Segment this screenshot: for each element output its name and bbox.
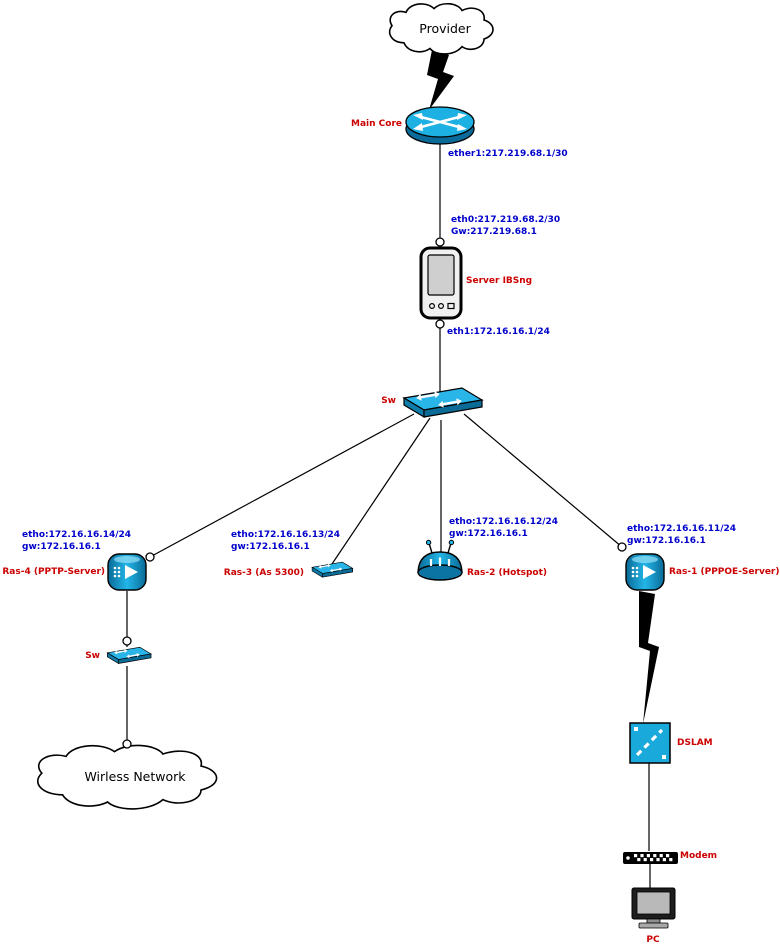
connection-point	[145, 552, 155, 562]
access-switch-label: Sw	[85, 651, 100, 661]
server-eth0-label: eth0:217.219.68.2/30	[451, 215, 561, 225]
ras3-gw-label: gw:172.16.16.1	[231, 541, 310, 552]
provider-label: Provider	[419, 21, 471, 36]
ras4-icon[interactable]	[107, 553, 147, 591]
links	[126, 144, 651, 891]
ras4-eth-label: etho:172.16.16.14/24	[22, 530, 132, 540]
ras1-addr-label: etho:172.16.16.11/24 gw:172.16.16.1	[627, 524, 736, 547]
ras1-gw-label: gw:172.16.16.1	[627, 535, 706, 546]
ras3-label: Ras-3 (As 5300)	[223, 568, 304, 578]
link-switch-ras1	[463, 413, 623, 548]
ras1-eth-label: etho:172.16.16.11/24	[627, 524, 737, 534]
link-switch-ras3	[331, 417, 431, 565]
ras3-addr-label: etho:172.16.16.13/24 gw:172.16.16.1	[231, 530, 340, 553]
bolt-provider-maincore	[427, 50, 454, 110]
dslam-icon[interactable]	[629, 722, 671, 764]
server-eth0-gw-label: eth0:217.219.68.2/30 Gw:217.219.68.1	[451, 215, 560, 238]
core-switch-label: Sw	[381, 396, 396, 406]
connection-point	[617, 542, 627, 552]
ras1-label: Ras-1 (PPPOE-Server)	[669, 567, 780, 577]
connection-point	[122, 636, 132, 646]
maincore-ether1-label: ether1:217.219.68.1/30	[448, 149, 568, 159]
modem-label: Modem	[680, 851, 718, 861]
pc-icon[interactable]	[631, 887, 676, 929]
ras2-gw-label: gw:172.16.16.1	[449, 528, 528, 539]
access-switch-icon[interactable]	[107, 646, 152, 664]
ras4-label: Ras-4 (PPTP-Server)	[2, 567, 105, 577]
ras3-icon[interactable]	[311, 561, 353, 578]
wireless-cloud-icon[interactable]	[38, 745, 217, 808]
ras2-label: Ras-2 (Hotspot)	[467, 568, 548, 578]
wireless-cloud-label: Wirless Network	[84, 769, 186, 784]
provider-cloud-icon[interactable]	[390, 4, 493, 54]
core-switch-icon[interactable]	[403, 387, 483, 418]
connection-point	[435, 319, 445, 329]
ras2-addr-label: etho:172.16.16.12/24 gw:172.16.16.1	[449, 517, 558, 540]
server-eth1-label: eth1:172.16.16.1/24	[447, 327, 550, 337]
ras1-icon[interactable]	[625, 553, 665, 591]
connection-point	[122, 739, 132, 749]
bolt-ras1-dslam	[639, 591, 659, 724]
connection-point	[435, 237, 445, 247]
server-gw-label: Gw:217.219.68.1	[451, 226, 537, 237]
pc-label: PC	[646, 935, 660, 945]
ras2-eth-label: etho:172.16.16.12/24	[449, 517, 559, 527]
main-core-label: Main Core	[351, 119, 402, 129]
ras4-addr-label: etho:172.16.16.14/24 gw:172.16.16.1	[22, 530, 131, 553]
ras4-gw-label: gw:172.16.16.1	[22, 541, 101, 552]
ras2-icon[interactable]	[417, 539, 463, 581]
main-core-router-icon[interactable]	[405, 106, 475, 145]
server-label: Server IBSng	[466, 276, 533, 286]
dslam-label: DSLAM	[677, 738, 713, 748]
modem-icon[interactable]	[623, 852, 678, 864]
ras3-eth-label: etho:172.16.16.13/24	[231, 530, 341, 540]
connection-points	[122, 237, 627, 749]
link-switch-ras4	[149, 413, 415, 558]
server-icon[interactable]	[419, 246, 463, 320]
